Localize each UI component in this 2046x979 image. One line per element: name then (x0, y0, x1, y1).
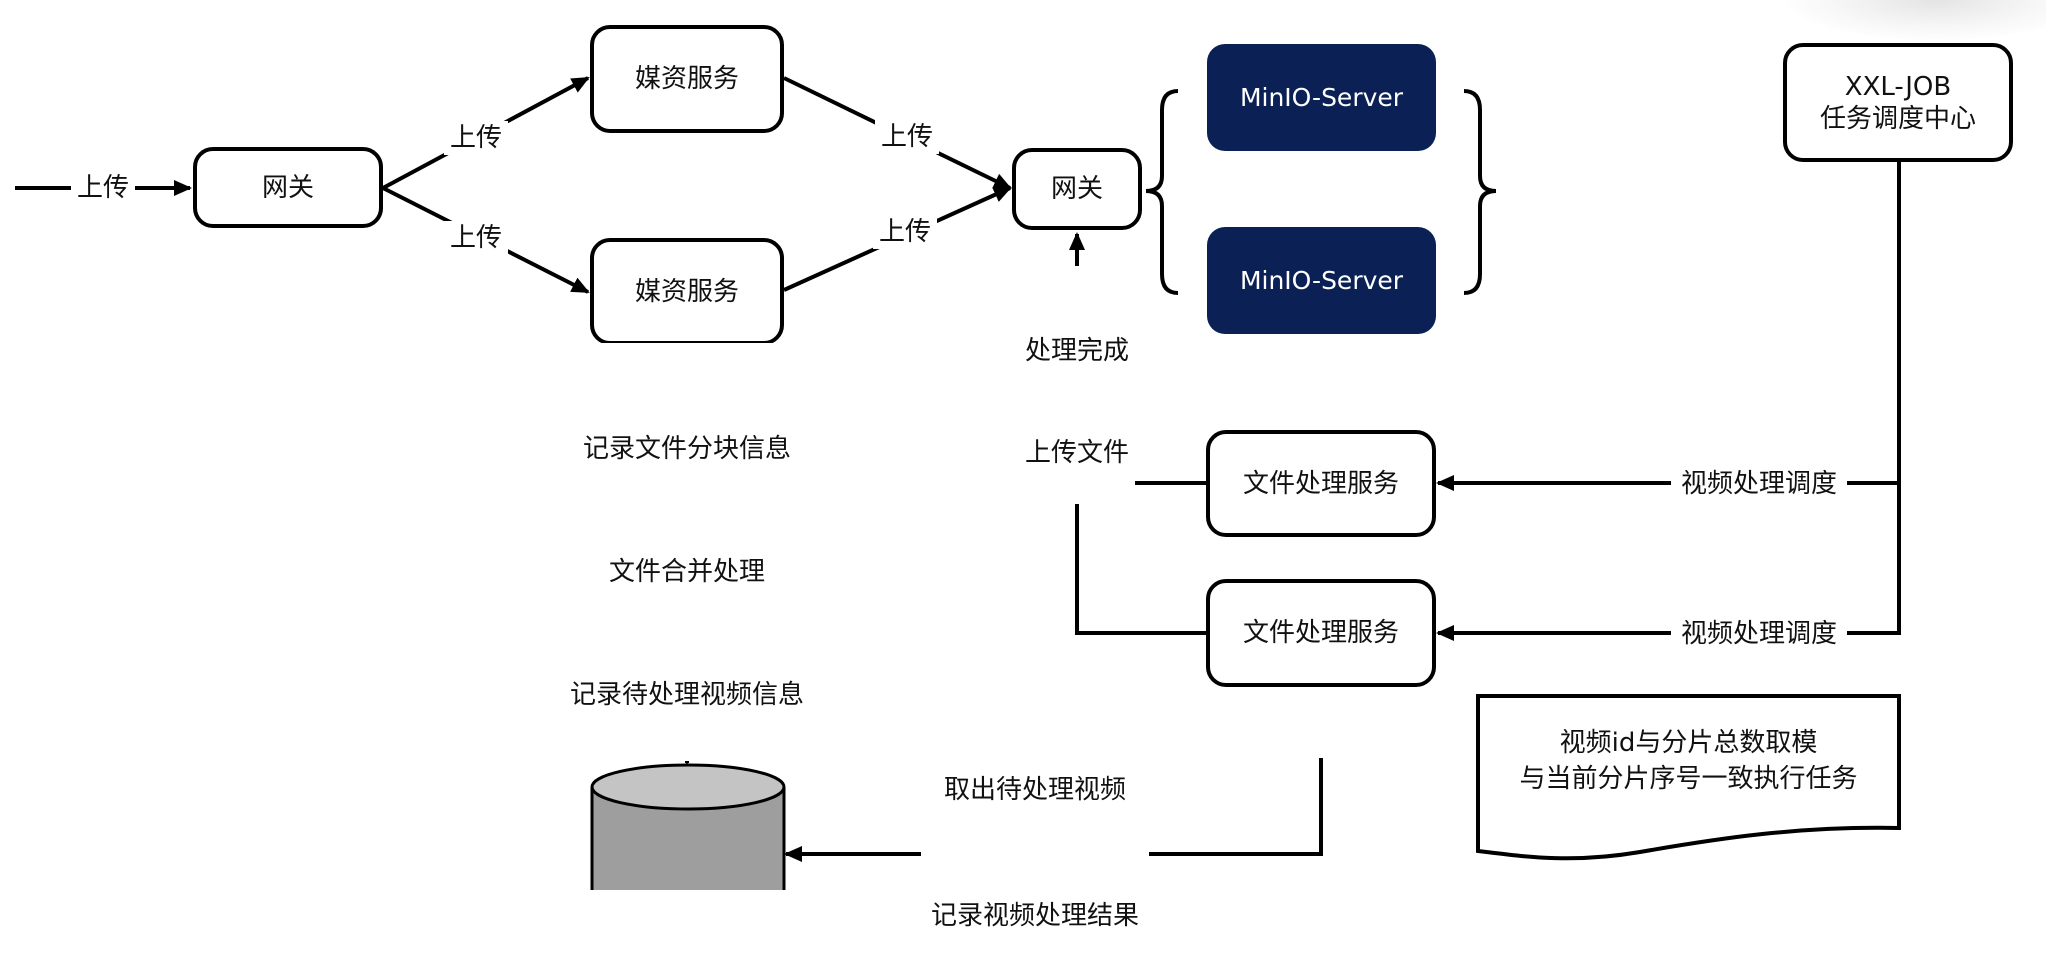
note-text: 视频id与分片总数取模 与当前分片序号一致执行任务 (1478, 696, 1899, 826)
xxl-job-label-line2: 任务调度中心 (1819, 103, 1976, 134)
media-service-top-label: 媒资服务 (634, 64, 739, 94)
label-record-info-line3: 记录待处理视频信息 (569, 680, 805, 710)
note-line1: 视频id与分片总数取模 (1559, 728, 1818, 758)
media-service-top-node[interactable]: 媒资服务 (590, 25, 784, 133)
minio-server-bottom-label: MinIO-Server (1239, 265, 1404, 295)
label-fetch-record: 取出待处理视频 记录视频处理结果 (920, 685, 1150, 979)
minio-server-bottom-node[interactable]: MinIO-Server (1207, 227, 1436, 334)
label-processed-upload: 处理完成 上传文件 (1018, 266, 1136, 504)
file-service-bottom-node[interactable]: 文件处理服务 (1206, 579, 1436, 687)
gateway-left-label: 网关 (261, 172, 314, 203)
gateway-right-node[interactable]: 网关 (1012, 148, 1142, 230)
minio-server-top-node[interactable]: MinIO-Server (1207, 44, 1436, 151)
file-service-top-label: 文件处理服务 (1242, 468, 1399, 499)
label-record-info-line2: 文件合并处理 (608, 557, 766, 587)
media-service-bottom-node[interactable]: 媒资服务 (590, 238, 784, 345)
label-schedule-top: 视频处理调度 (1670, 467, 1848, 501)
label-upload-media-bottom-to-gateway: 上传 (872, 215, 938, 249)
xxl-job-label-line1: XXL-JOB (1844, 71, 1952, 102)
brace-right (1463, 89, 1497, 295)
brace-left (1145, 89, 1179, 295)
label-upload-media-bottom: 上传 (443, 221, 509, 255)
note-line2: 与当前分片序号一致执行任务 (1519, 764, 1858, 794)
media-service-bottom-label: 媒资服务 (634, 276, 739, 307)
note-shape (1476, 694, 1901, 861)
file-service-top-node[interactable]: 文件处理服务 (1206, 430, 1436, 537)
label-upload-media-top: 上传 (443, 121, 509, 155)
label-processed-upload-line2: 上传文件 (1024, 438, 1130, 468)
file-service-bottom-label: 文件处理服务 (1242, 618, 1399, 648)
edge-xxl-job-schedule (1436, 162, 1901, 641)
label-record-info: 记录文件分块信息 文件合并处理 记录待处理视频信息 (563, 343, 811, 761)
database-cylinder (590, 763, 786, 890)
label-processed-upload-line1: 处理完成 (1024, 336, 1130, 366)
minio-server-top-label: MinIO-Server (1239, 82, 1404, 112)
gateway-left-node[interactable]: 网关 (193, 147, 383, 228)
xxl-job-node[interactable]: XXL-JOB 任务调度中心 (1783, 43, 2013, 162)
label-fetch-record-line2: 记录视频处理结果 (930, 901, 1140, 931)
label-upload-in: 上传 (70, 171, 136, 205)
label-fetch-record-line1: 取出待处理视频 (943, 775, 1127, 805)
gateway-right-label: 网关 (1050, 174, 1103, 204)
label-upload-media-top-to-gateway: 上传 (874, 120, 940, 154)
label-schedule-bottom: 视频处理调度 (1670, 617, 1848, 651)
label-record-info-line1: 记录文件分块信息 (582, 434, 792, 464)
